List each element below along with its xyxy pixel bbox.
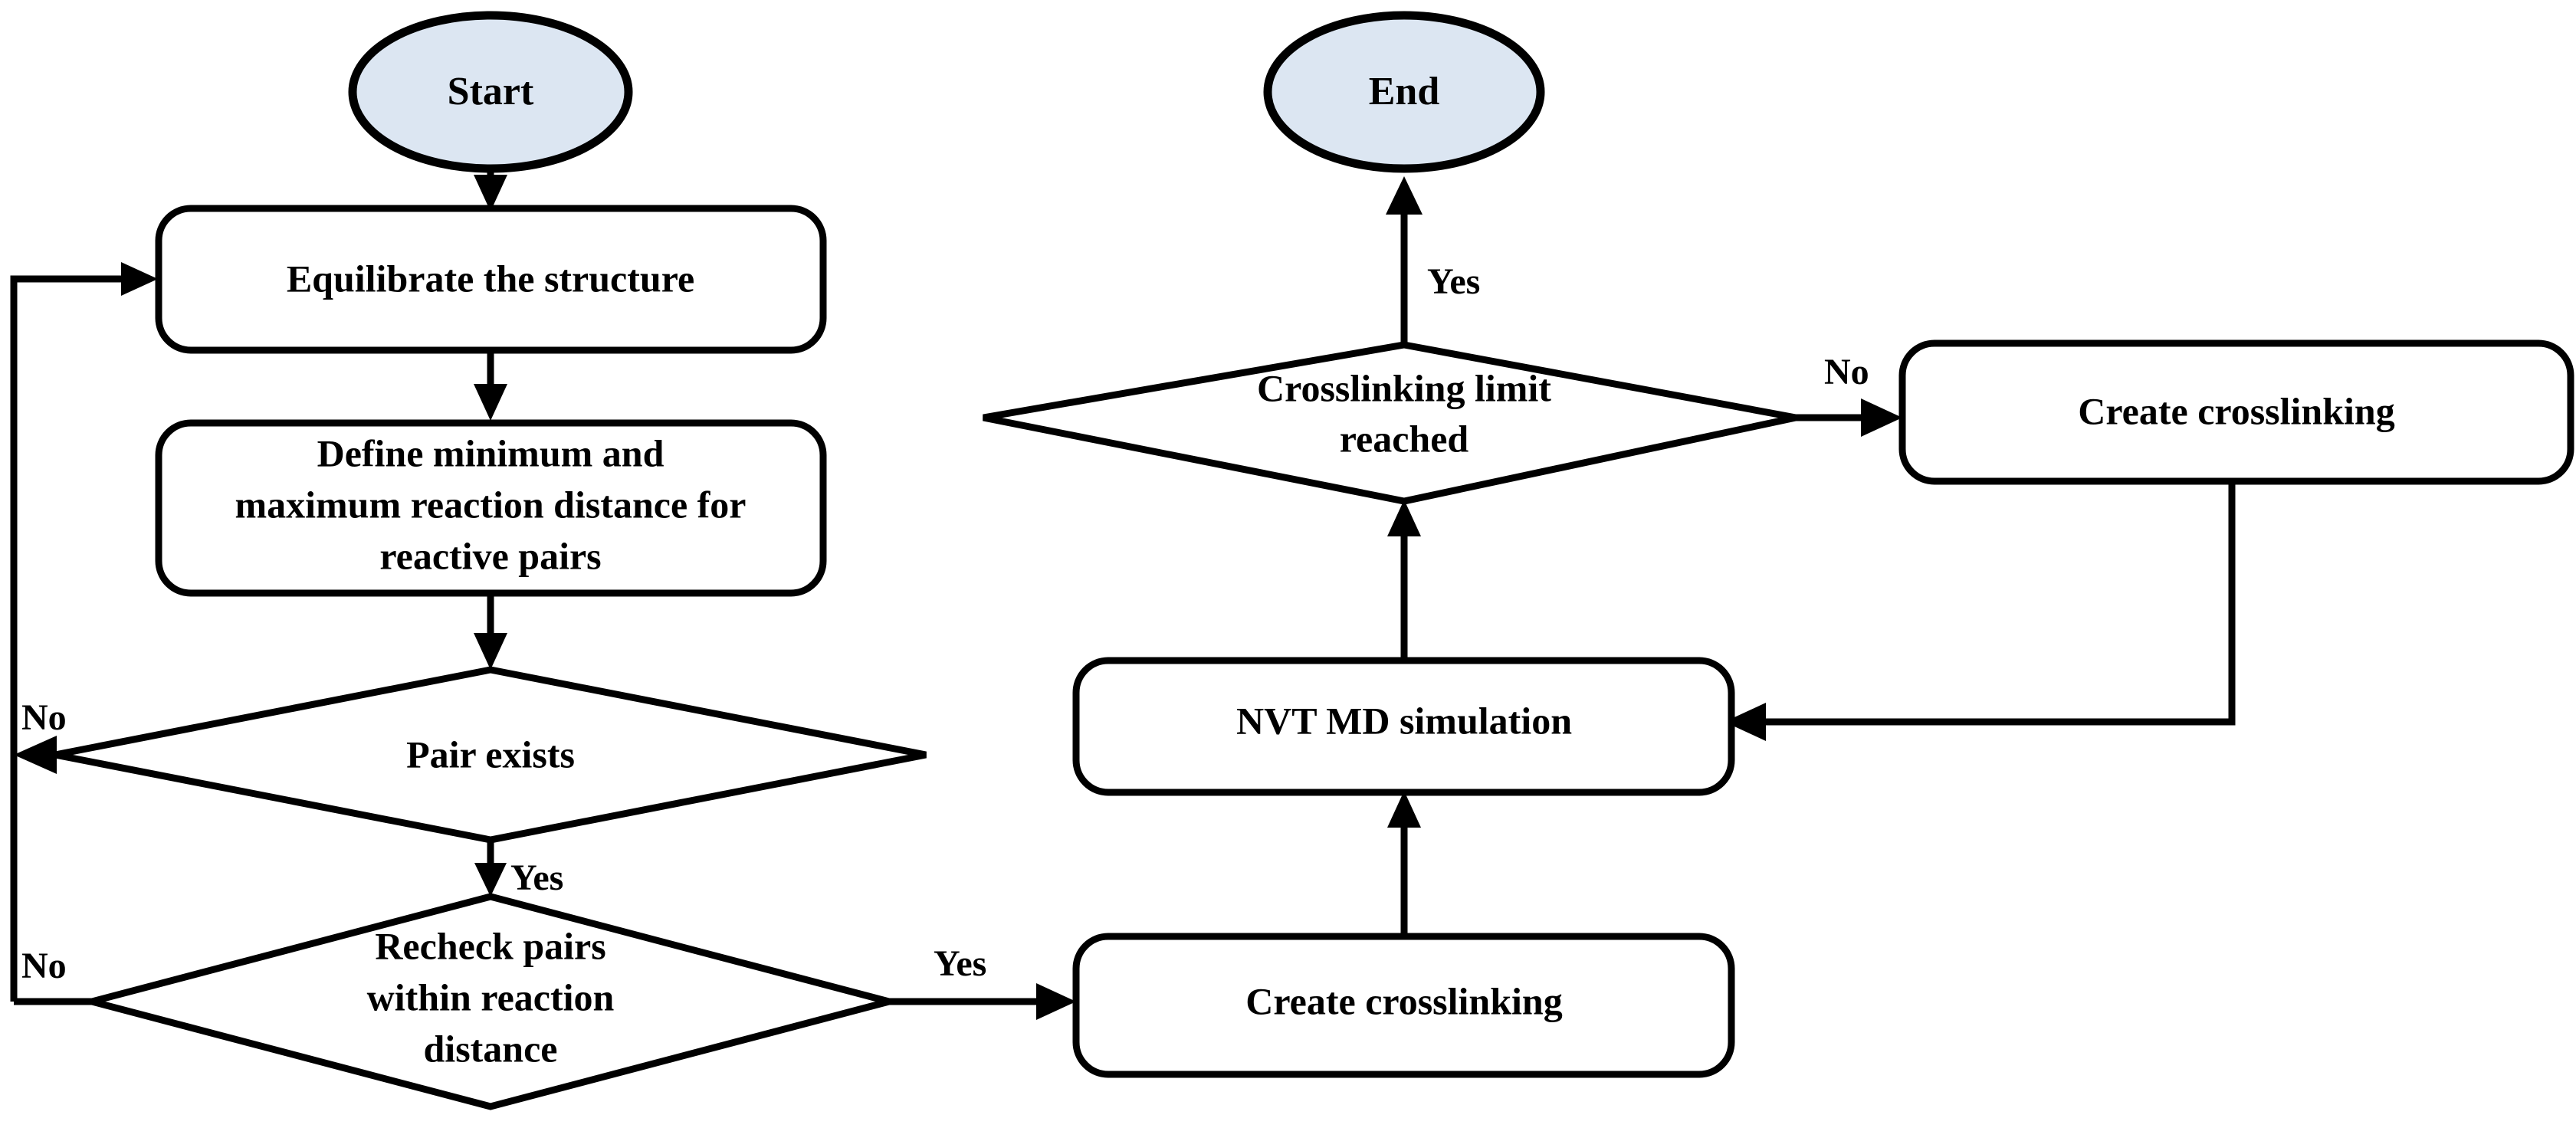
node-recheck-pairs[interactable]: Recheck pairs within reaction distance <box>78 893 903 1110</box>
edge-recheck-yes <box>889 983 1076 1020</box>
edge-label-pair-exists-no: No <box>21 697 67 738</box>
node-start[interactable]: Start <box>348 11 633 173</box>
node-start-label: Start <box>448 70 534 113</box>
edge-limit-yes-to-end <box>1386 176 1423 345</box>
edge-pair-exists-yes <box>474 840 507 897</box>
node-create-crosslinking-bottom-label: Create crosslinking <box>1245 979 1562 1022</box>
edge-label-limit-no: No <box>1824 352 1869 392</box>
edge-create-bottom-to-nvt <box>1387 791 1421 950</box>
edge-label-recheck-no: No <box>21 946 67 986</box>
node-pair-exists-label: Pair exists <box>406 733 575 776</box>
node-nvt-md-simulation-label: NVT MD simulation <box>1236 699 1572 742</box>
node-end[interactable]: End <box>1263 11 1545 173</box>
edge-define-to-pair-exists <box>474 592 507 670</box>
node-recheck-pairs-line-2: within reaction <box>367 976 615 1018</box>
node-nvt-md-simulation[interactable]: NVT MD simulation <box>1072 657 1735 796</box>
node-recheck-pairs-line-3: distance <box>424 1027 558 1070</box>
node-define-distance-line-2: maximum reaction distance for <box>235 483 746 526</box>
node-equilibrate-label: Equilibrate the structure <box>287 257 694 300</box>
edge-equilibrate-to-define <box>474 352 507 421</box>
node-create-crosslinking-right-label: Create crosslinking <box>2078 389 2394 432</box>
node-define-distance[interactable]: Define minimum and maximum reaction dist… <box>155 419 827 597</box>
node-crosslinking-limit-line-1: Crosslinking limit <box>1257 366 1551 409</box>
node-define-distance-line-3: reactive pairs <box>379 534 601 577</box>
edge-left-loopback-rail <box>10 262 158 1002</box>
edge-limit-no <box>1796 398 1902 437</box>
node-end-label: End <box>1369 70 1440 113</box>
node-create-crosslinking-bottom[interactable]: Create crosslinking <box>1072 933 1735 1078</box>
node-crosslinking-limit-line-2: reached <box>1340 417 1469 460</box>
edge-label-recheck-yes: Yes <box>934 943 986 984</box>
edge-label-limit-yes: Yes <box>1427 261 1480 302</box>
edge-create-right-to-nvt <box>1724 484 2236 741</box>
edge-label-pair-exists-yes: Yes <box>510 857 563 898</box>
node-pair-exists[interactable]: Pair exists <box>54 666 927 844</box>
edge-nvt-top-to-limit-bottom <box>1387 500 1421 663</box>
node-equilibrate[interactable]: Equilibrate the structure <box>155 205 827 354</box>
node-crosslinking-limit[interactable]: Crosslinking limit reached <box>983 341 1797 505</box>
node-create-crosslinking-right[interactable]: Create crosslinking <box>1898 339 2574 485</box>
node-recheck-pairs-line-1: Recheck pairs <box>375 924 605 967</box>
node-define-distance-line-1: Define minimum and <box>317 431 665 474</box>
